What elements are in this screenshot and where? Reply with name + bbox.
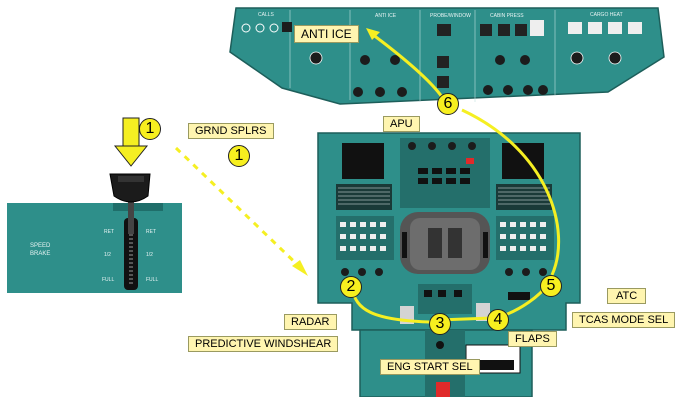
step-badge-1-callout: 1 xyxy=(228,145,250,167)
step-badge-6: 6 xyxy=(437,93,459,115)
step-badge-4: 4 xyxy=(487,309,509,331)
svg-text:ANTI ICE: ANTI ICE xyxy=(375,13,397,19)
callout-grnd-splrs: GRND SPLRS xyxy=(188,123,274,139)
callout-eng-start-sel: ENG START SEL xyxy=(380,359,480,375)
step-badge-1-arrow: 1 xyxy=(139,118,161,140)
overhead-panel: CALLS ANTI ICE PROBE/WINDOW CABIN PRESS … xyxy=(230,8,664,104)
callout-predictive-windshear: PREDICTIVE WINDSHEAR xyxy=(188,336,338,352)
svg-text:1/2: 1/2 xyxy=(104,252,111,258)
svg-text:CALLS: CALLS xyxy=(258,12,275,18)
svg-text:PROBE/WINDOW: PROBE/WINDOW xyxy=(430,13,471,19)
svg-text:RET: RET xyxy=(146,229,156,235)
callout-anti-ice: ANTI ICE xyxy=(294,25,359,43)
callout-tcas-mode-sel: TCAS MODE SEL xyxy=(572,312,675,328)
svg-text:RET: RET xyxy=(104,229,114,235)
svg-text:1/2: 1/2 xyxy=(146,252,153,258)
step-badge-5: 5 xyxy=(540,275,562,297)
callout-atc: ATC xyxy=(607,288,646,304)
pointer-arrowhead xyxy=(292,260,308,276)
callout-apu: APU xyxy=(383,116,420,132)
step-badge-3: 3 xyxy=(429,313,451,335)
speedbrake-panel: SPEED BRAKE RET RET 1/2 1/2 FULL FULL xyxy=(7,203,182,293)
speedbrake-title: SPEED xyxy=(30,243,51,249)
callout-flaps: FLAPS xyxy=(508,331,557,347)
svg-text:CABIN PRESS: CABIN PRESS xyxy=(490,13,524,19)
svg-text:CARGO HEAT: CARGO HEAT xyxy=(590,12,623,18)
callout-radar: RADAR xyxy=(284,314,337,330)
svg-text:FULL: FULL xyxy=(102,277,114,283)
svg-text:FULL: FULL xyxy=(146,277,158,283)
svg-text:BRAKE: BRAKE xyxy=(30,251,50,257)
step-badge-2: 2 xyxy=(340,276,362,298)
